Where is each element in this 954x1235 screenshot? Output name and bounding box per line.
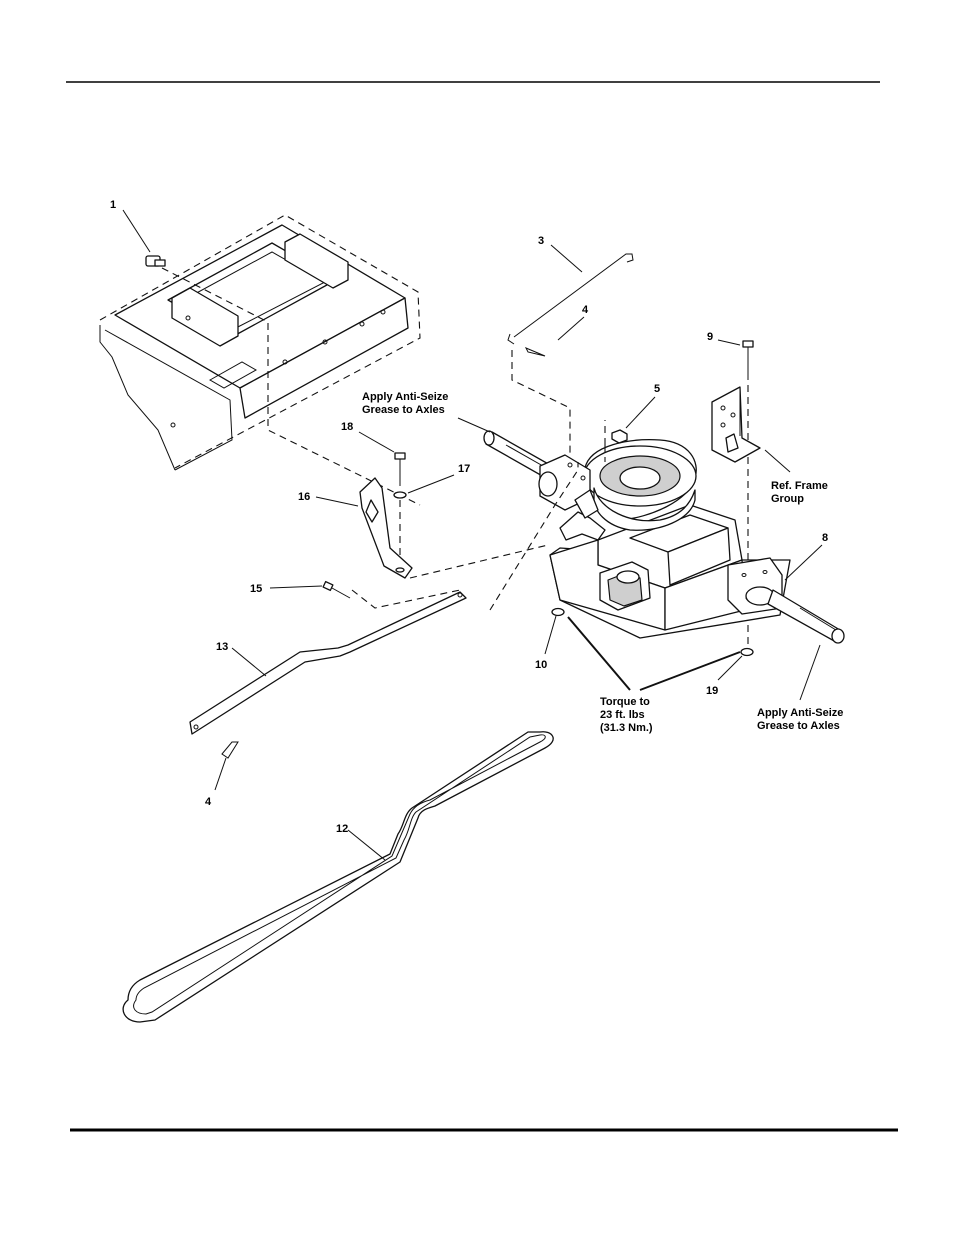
bolt-part-1 [123,210,165,266]
callout-8: 8 [822,532,828,544]
callout-3: 3 [538,235,544,247]
pulley [584,440,696,531]
note-ref-frame: Ref. Frame Group [771,480,831,505]
callout-4-top: 4 [582,304,589,316]
note-anti-seize-bottom: Apply Anti-Seize Grease to Axles [757,707,846,732]
bolt-part-9 [718,340,753,380]
assembly-line-bracket [410,545,548,578]
anti-seize-bottom-leader [800,645,820,700]
upper-axle [458,418,590,510]
note-torque: Torque to 23 ft. lbs (31.3 Nm.) [600,696,653,734]
hairpin-clip-part-4-top [526,317,584,356]
callout-1: 1 [110,199,116,211]
bolt-part-18 [359,432,405,486]
bar-part-13 [190,592,466,734]
callout-15: 15 [250,583,262,595]
callout-12: 12 [336,823,348,835]
callout-18: 18 [341,421,353,433]
torque-leader-right [640,652,740,690]
ref-frame-bracket [712,387,790,472]
bolt-part-15 [270,582,350,598]
callout-4-bottom: 4 [205,796,212,808]
washer-part-17 [394,475,454,498]
callout-5: 5 [654,383,660,395]
nut-part-5 [612,397,655,443]
callout-9: 9 [707,331,713,343]
callout-17: 17 [458,463,470,475]
callout-19: 19 [706,685,718,697]
washer-part-10 [545,609,564,655]
callout-16: 16 [298,491,310,503]
belt-part-12 [123,732,553,1022]
callout-10: 10 [535,659,547,671]
note-anti-seize-top: Apply Anti-Seize Grease to Axles [362,391,451,416]
callout-13: 13 [216,641,228,653]
frame-assembly [100,215,420,470]
hairpin-clip-part-4-bottom [215,742,238,790]
